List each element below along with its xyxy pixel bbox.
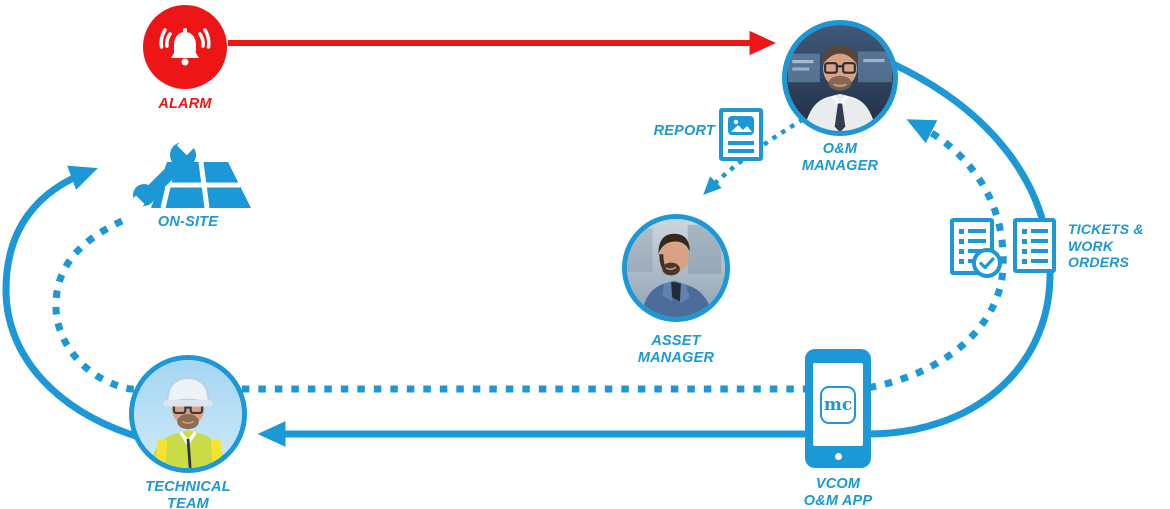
- onsite-maintenance-icon: [125, 136, 255, 216]
- phone-home-button: [834, 453, 842, 460]
- om-manager-avatar: [782, 20, 898, 136]
- vcom-app-label: VCOM O&M APP: [803, 476, 873, 509]
- ticket-icon: [1013, 218, 1056, 273]
- tickets-work-orders-label: TICKETS & WORK ORDERS: [1068, 221, 1144, 270]
- technical-team-label: TECHNICAL TEAM: [145, 479, 231, 509]
- alarm-label: ALARM: [158, 96, 212, 112]
- phone-screen: mc: [813, 363, 863, 446]
- vcom-app-phone-icon: mc: [805, 349, 871, 468]
- edge-om-manager-to-technical-team: [257, 60, 1054, 447]
- check-badge-icon: [972, 248, 1002, 278]
- edge-technical-team-to-onsite: [2, 165, 144, 442]
- om-manager-label: O&M MANAGER: [801, 141, 879, 174]
- technical-team-avatar: [129, 355, 247, 473]
- vcom-app-icon: mc: [820, 385, 856, 424]
- asset-manager-label: ASSET MANAGER: [637, 333, 715, 366]
- asset-manager-avatar: [622, 214, 730, 322]
- wrench-icon: [128, 136, 196, 212]
- alarm-bell-icon: [143, 5, 227, 89]
- report-document-icon: [719, 108, 763, 161]
- report-label: REPORT: [653, 123, 715, 139]
- edge-onsite-feedback-to-om-manager: [52, 119, 1007, 393]
- onsite-label: ON-SITE: [157, 214, 219, 230]
